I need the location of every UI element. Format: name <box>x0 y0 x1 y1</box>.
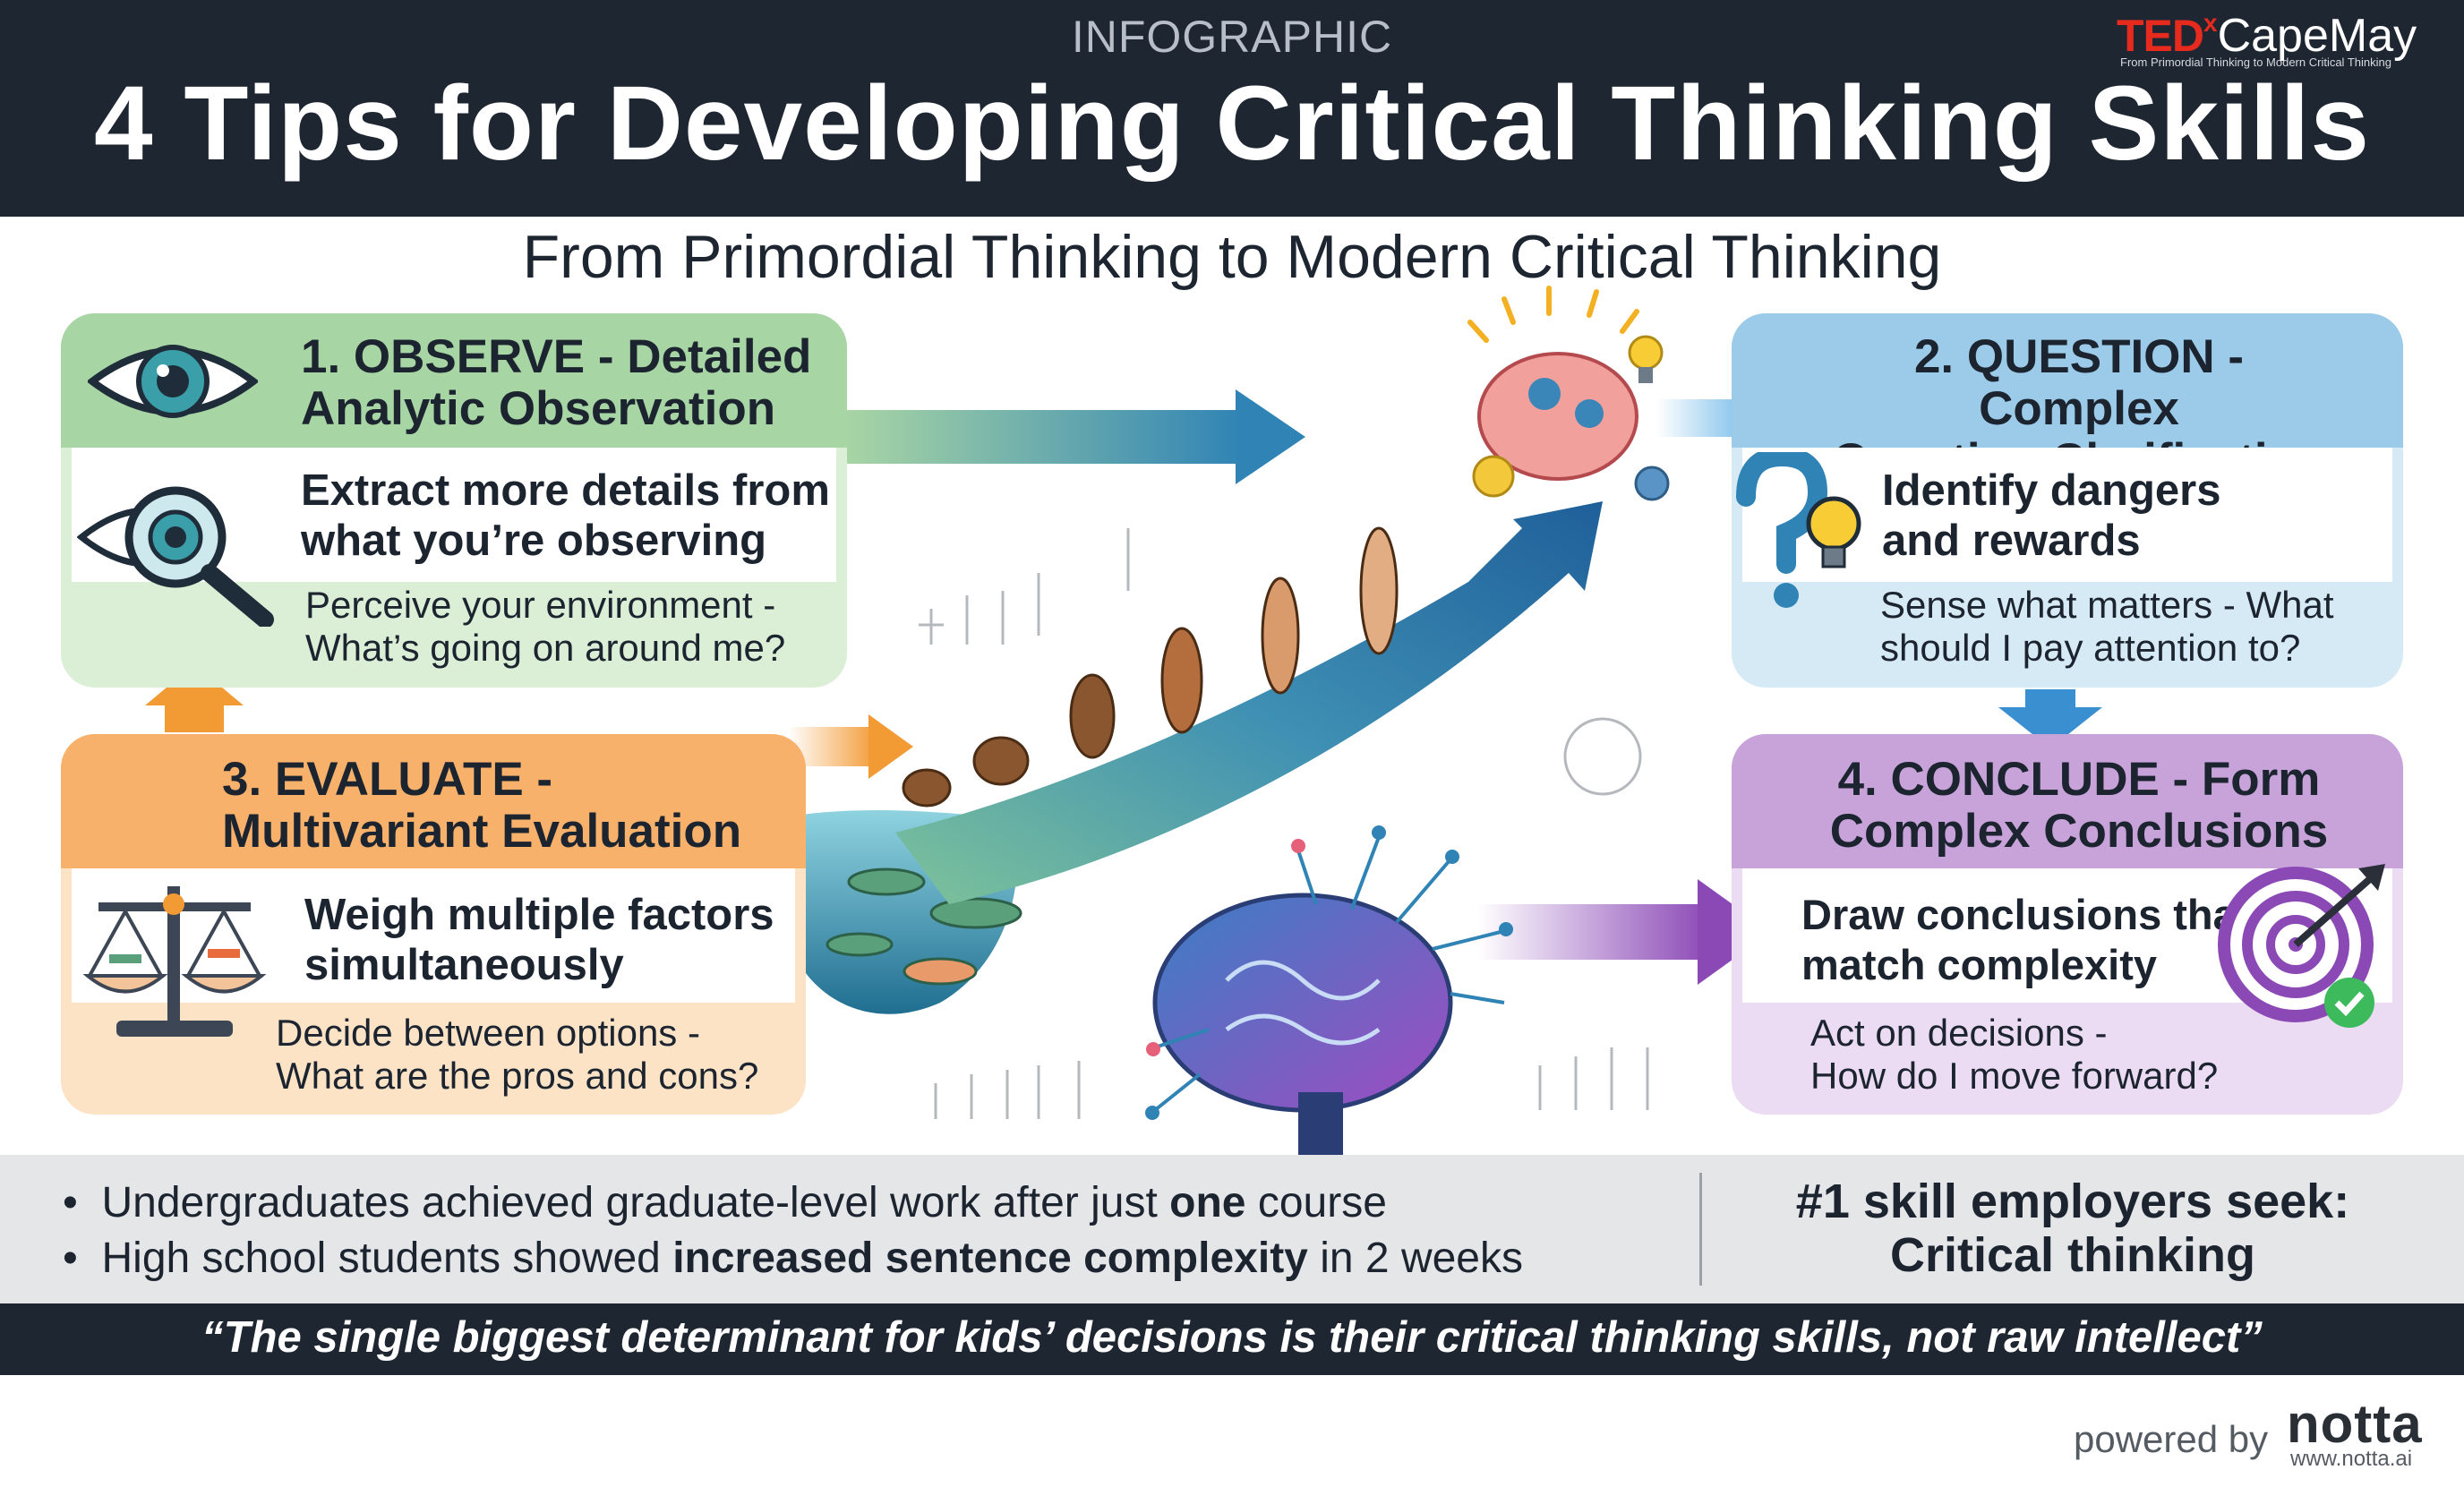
brain-gears-icon <box>1467 286 1670 501</box>
tedx-logo: TEDxCapeMay <box>2117 9 2457 72</box>
sketch-figures <box>919 528 1649 1119</box>
magnifier-eye-icon <box>77 486 274 627</box>
question-heading-band: 2. QUESTION - Complex Question Clarifica… <box>1732 313 2403 487</box>
stat-2-pre: High school students showed <box>101 1235 673 1282</box>
stat-bullet-2: • High school students showed increased … <box>63 1235 1523 1282</box>
employer-callout: #1 skill employers seek: Critical thinki… <box>1719 1175 2426 1282</box>
evolution-ramp <box>895 501 1603 904</box>
stat-1-pre: Undergraduates achieved graduate-level w… <box>101 1179 1170 1226</box>
evaluate-detail: Decide between options - What are the pr… <box>276 1012 759 1097</box>
tip-card-conclude: 4. CONCLUDE - Form Complex Conclusions D… <box>1732 734 2403 1115</box>
powered-by-label: powered by <box>2074 1418 2269 1460</box>
quote-bar <box>0 1303 2464 1375</box>
tedx-logo-x: x <box>2203 9 2218 37</box>
stat-bullet-1: • Undergraduates achieved graduate-level… <box>63 1179 1387 1226</box>
evolution-figures <box>902 526 1399 808</box>
tedx-logo-tagline: From Primordial Thinking to Modern Criti… <box>2120 56 2391 69</box>
notta-url: www.notta.ai <box>2290 1447 2413 1471</box>
evaluate-to-illustration-arrow <box>788 714 913 779</box>
stats-divider <box>1699 1173 1702 1286</box>
conclude-detail: Act on decisions - How do I move forward… <box>1810 1012 2219 1097</box>
stat-1-post: course <box>1245 1179 1387 1226</box>
employer-line-2: Critical thinking <box>1889 1228 2256 1282</box>
question-action: Identify dangers and rewards <box>1882 466 2221 565</box>
question-detail: Sense what matters - What should I pay a… <box>1880 584 2334 669</box>
tip-card-evaluate: 3. EVALUATE - Multivariant Evaluation We… <box>61 734 806 1115</box>
conclude-heading-band: 4. CONCLUDE - Form Complex Conclusions <box>1732 734 2403 868</box>
observe-heading: 1. OBSERVE - Detailed Analytic Observati… <box>301 330 812 435</box>
observe-detail: Perceive your environment - What’s going… <box>305 584 786 669</box>
kicker-label: INFOGRAPHIC <box>1071 12 1393 62</box>
brain-to-conclude-arrow <box>1477 879 1771 985</box>
question-bulb-icon <box>1736 452 1861 608</box>
evaluate-action-band: Weigh multiple factors simultaneously <box>72 868 795 1003</box>
eye-icon <box>88 345 258 418</box>
tip-card-question: 2. QUESTION - Complex Question Clarifica… <box>1732 313 2403 688</box>
scale-icon <box>82 886 267 1037</box>
page-title: 4 Tips for Developing Critical Thinking … <box>94 64 2370 183</box>
evaluate-heading-band: 3. EVALUATE - Multivariant Evaluation <box>61 734 806 868</box>
observe-action-band: Extract more details from what you’re ob… <box>72 448 836 582</box>
lightbulb-icon <box>1628 335 1664 383</box>
evaluate-to-observe-arrow <box>145 664 244 732</box>
employer-line-1: #1 skill employers seek: <box>1795 1175 2350 1228</box>
page-subtitle: From Primordial Thinking to Modern Criti… <box>522 223 1942 291</box>
question-heading: 2. QUESTION - Complex Question Clarifica… <box>1833 330 2326 487</box>
conclude-action: Draw conclusions that match complexity <box>1801 891 2251 988</box>
tedx-logo-city: CapeMay <box>2217 10 2417 62</box>
observe-heading-band: 1. OBSERVE - Detailed Analytic Observati… <box>61 313 847 448</box>
fish-group <box>826 867 1022 986</box>
stat-2-bold: increased sentence complexity <box>672 1235 1308 1282</box>
stat-2-post: in 2 weeks <box>1307 1235 1523 1282</box>
circuit-brain-icon <box>1145 825 1513 1155</box>
header-bar <box>0 0 2464 217</box>
stat-1-bold: one <box>1169 1179 1246 1226</box>
notta-logo: notta <box>2287 1394 2423 1454</box>
stats-band <box>0 1155 2464 1303</box>
evaluate-action: Weigh multiple factors simultaneously <box>304 891 774 989</box>
target-icon <box>2218 864 2385 1028</box>
tedx-logo-ted: TED <box>2117 11 2204 61</box>
observe-to-question-arrow <box>846 389 1305 484</box>
conclude-heading: 4. CONCLUDE - Form Complex Conclusions <box>1829 753 2329 858</box>
quote-text: “The single biggest determinant for kids… <box>201 1313 2263 1362</box>
tip-card-observe: 1. OBSERVE - Detailed Analytic Observati… <box>61 313 847 688</box>
evaluate-heading: 3. EVALUATE - Multivariant Evaluation <box>222 753 742 858</box>
question-to-conclude-arrow <box>1998 689 2102 748</box>
observe-action: Extract more details from what you’re ob… <box>301 466 830 565</box>
